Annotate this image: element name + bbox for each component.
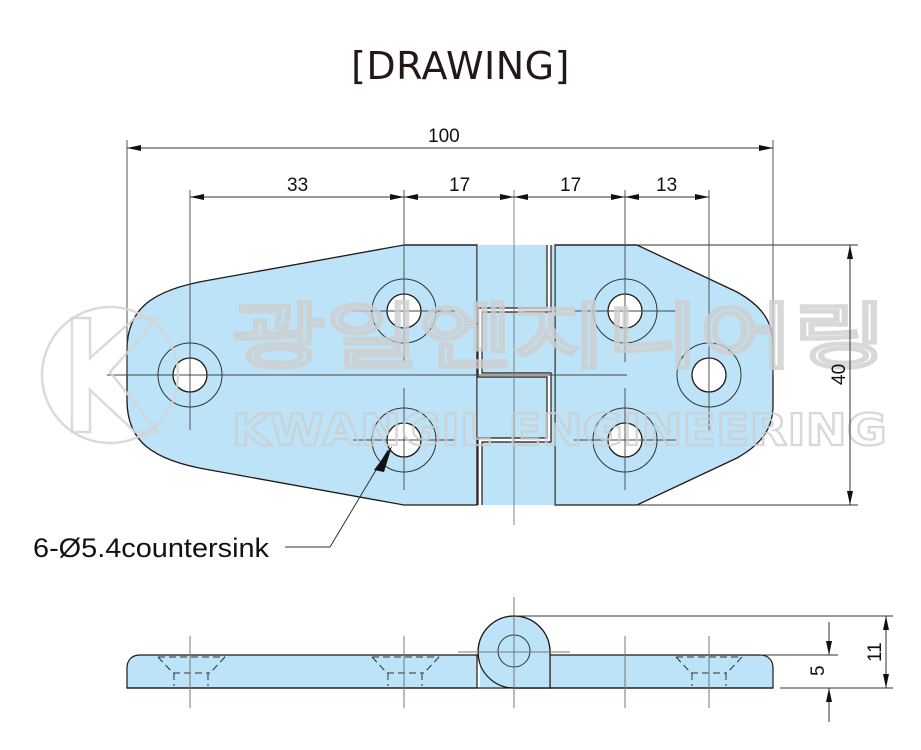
dim-width: 40 [829, 364, 850, 385]
dim-hole-spacing-4: 13 [656, 175, 677, 196]
side-center-lines [189, 597, 710, 708]
side-view: 5 11 [126, 597, 893, 722]
side-left-leaf [126, 654, 478, 689]
watermark-english: KWANGIL ENGINEERING [232, 405, 887, 456]
drawing-title: [DRAWING] [351, 44, 570, 88]
hole-callout-leader [285, 446, 392, 548]
watermark-korean: 광일엔지니어링 [232, 295, 887, 379]
side-dim-lines [514, 615, 893, 722]
hole-callout-text: 6-Ø5.4countersink [33, 533, 270, 563]
watermark-logo-circle [40, 305, 180, 445]
dim-width-lines [637, 244, 858, 506]
side-right-leaf [514, 654, 774, 689]
dim-overall-length: 100 [428, 126, 460, 147]
dim-hole-spacing-2: 17 [449, 175, 470, 196]
top-view [107, 140, 774, 525]
watermark-logo-k [70, 316, 161, 434]
center-lines [107, 140, 774, 525]
dim-knuckle-height: 11 [865, 642, 886, 662]
dimensions-top [127, 145, 773, 200]
dim-hole-spacing-1: 33 [287, 175, 308, 196]
dim-leaf-thickness: 5 [808, 665, 829, 676]
watermark: 광일엔지니어링 KWANGIL ENGINEERING [40, 294, 888, 457]
knuckle-cut-edge [481, 245, 552, 505]
dim-hole-spacing-3: 17 [560, 175, 581, 196]
